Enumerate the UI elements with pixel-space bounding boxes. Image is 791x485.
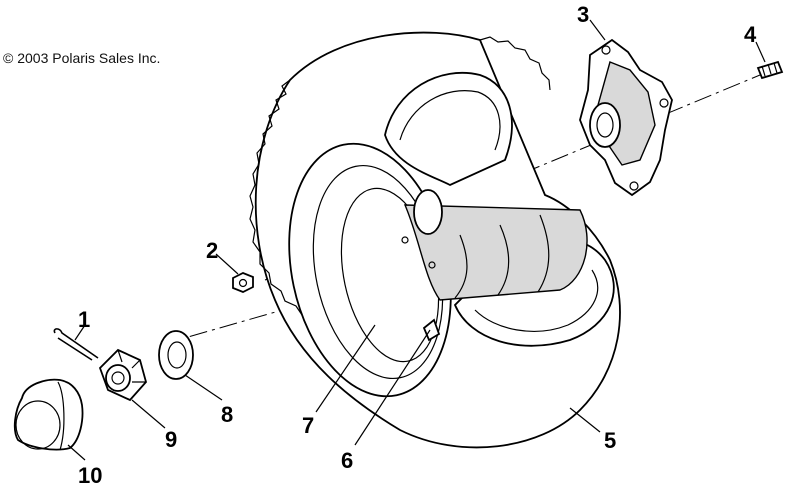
callout-5: 5	[604, 428, 616, 453]
rim-part	[288, 142, 588, 398]
hub-part	[579, 38, 673, 197]
washer-part	[158, 330, 194, 380]
callout-1: 1	[78, 307, 90, 332]
callout-8: 8	[221, 402, 233, 427]
callout-7: 7	[302, 413, 314, 438]
leader-3	[589, 19, 606, 41]
callout-6: 6	[341, 448, 353, 473]
hub-cap-part	[13, 378, 84, 451]
callout-2: 2	[206, 238, 218, 263]
copyright-text: © 2003 Polaris Sales Inc.	[3, 50, 161, 66]
leader-10	[67, 444, 86, 461]
leader-1	[74, 324, 86, 341]
cotter-pin-part	[53, 328, 99, 361]
callout-4: 4	[744, 22, 757, 47]
leader-4	[755, 41, 766, 63]
leader-5	[569, 407, 601, 433]
valve-stem-part	[422, 318, 441, 342]
axis-line-upper	[264, 74, 761, 281]
leader-2	[215, 253, 239, 275]
leader-6	[354, 329, 431, 446]
callout-9: 9	[165, 427, 177, 452]
nut-small-part	[232, 272, 254, 293]
leader-7	[315, 324, 376, 413]
castle-nut-part	[98, 348, 147, 402]
stud-part	[756, 60, 784, 80]
leader-9	[131, 399, 166, 429]
callout-3: 3	[577, 2, 589, 27]
callout-10: 10	[78, 463, 102, 485]
leader-8	[184, 374, 223, 401]
